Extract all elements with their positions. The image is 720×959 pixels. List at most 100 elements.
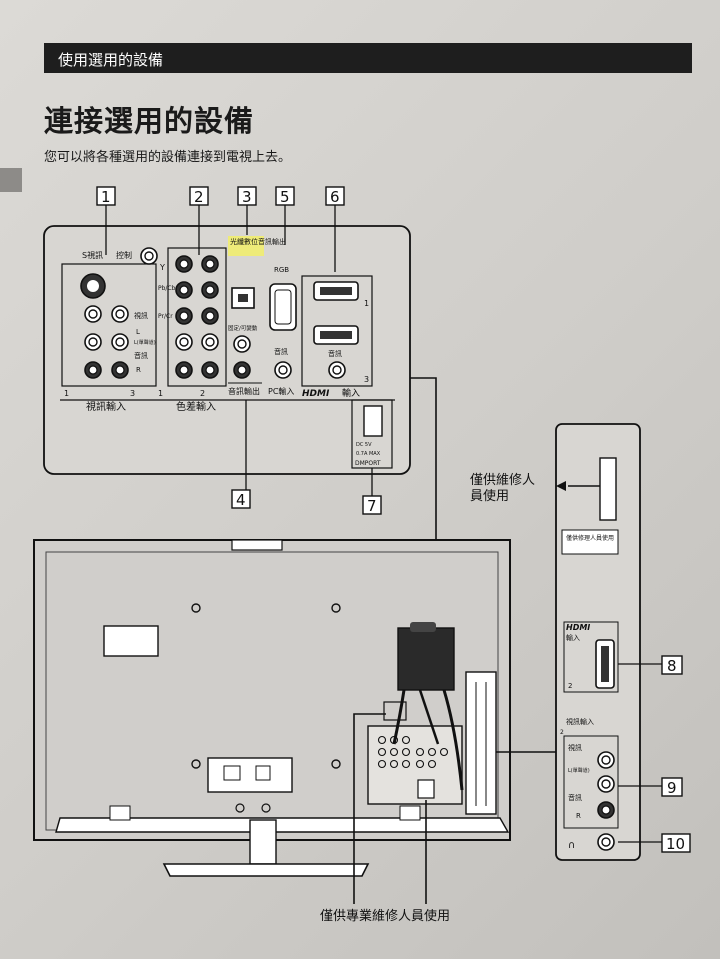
dmport-port — [363, 405, 383, 437]
pr-jack-1 — [175, 307, 193, 325]
bottom-service-note: 僅供專業維修人員使用 — [320, 908, 450, 924]
side-terminal-panel: 僅供修理人員使用 HDMI 輸入 2 視訊輸入 2 視訊 L(單聲道) 音訊 R… — [555, 423, 641, 861]
section-header-text: 使用選用的設備 — [58, 51, 164, 69]
audio-label: 音訊 — [134, 351, 148, 360]
side-audio-r-jack — [597, 801, 615, 819]
video-input-label: 視訊輸入 — [86, 400, 126, 413]
dc-label: DC 5V — [356, 442, 372, 448]
headphone-icon: ∩ — [568, 840, 575, 851]
side-video-jack — [597, 751, 615, 769]
fixed-variable-label: 固定/可變動 — [228, 324, 258, 332]
pc-input-group: RGB 音訊 PC輸入 — [268, 266, 297, 396]
callout-2: 2 — [189, 186, 209, 255]
section-header-bar: 使用選用的設備 — [44, 43, 692, 73]
headphone-jack — [597, 833, 615, 851]
callout-6: 6 — [325, 186, 345, 272]
callout-4-label: 4 — [236, 491, 246, 509]
cable-adapter — [397, 627, 455, 691]
callout-label: 2 — [194, 188, 204, 206]
service-port — [599, 457, 617, 521]
audio-out-l-jack — [233, 335, 251, 353]
y-jack-2 — [201, 255, 219, 273]
hdmi-audio-label: 音訊 — [328, 349, 342, 358]
side-video-label: 視訊 — [568, 743, 582, 752]
back-terminal-panel — [43, 225, 411, 475]
pb-jack-2 — [201, 281, 219, 299]
pb-jack-1 — [175, 281, 193, 299]
port-3-label: 3 — [130, 389, 135, 398]
rgb-port — [269, 283, 297, 331]
callout-7-label: 7 — [367, 497, 377, 515]
callout-8: 8 — [618, 655, 683, 675]
side-audio-label: 音訊 — [568, 793, 582, 802]
hdmi-audio-jack — [328, 361, 346, 379]
rear-terminal-block — [367, 725, 463, 805]
optical-label: 光纖數位音訊輸出 — [230, 237, 286, 246]
comp-l-jack-2 — [201, 333, 219, 351]
side-l-mono-label: L(單聲道) — [568, 767, 590, 774]
side-video-input-label: 視訊輸入 — [566, 717, 594, 726]
callout-label: 6 — [330, 188, 340, 206]
l-mono-label: L(單聲道) — [134, 339, 156, 346]
side-video-port-label: 2 — [560, 729, 564, 736]
video-label: 視訊 — [134, 311, 148, 320]
edge-tab — [0, 168, 22, 192]
audio-l-jack-3 — [111, 333, 129, 351]
comp-r-jack-2 — [201, 361, 219, 379]
dmport-group: DC 5V 0.7A MAX DMPORT 7 — [351, 399, 393, 515]
control-label: 控制 — [116, 250, 132, 260]
callout-5: 5 — [275, 186, 295, 245]
hdmi-group: 1 音訊 3 HDMI 輸入 — [301, 275, 373, 399]
side-hdmi-port-label: 2 — [568, 682, 572, 690]
highlight-mark — [228, 236, 264, 256]
callout-3: 3 — [237, 186, 257, 235]
callout-label: 9 — [667, 779, 677, 797]
dc-current-label: 0.7A MAX — [356, 451, 381, 457]
callout-label: 1 — [101, 188, 111, 206]
comp-l-jack-1 — [175, 333, 193, 351]
pc-input-label: PC輸入 — [268, 386, 294, 396]
video-input-group: S視訊 控制 視訊 L L(單聲道) 音訊 R 1 3 視訊輸入 — [61, 247, 158, 413]
rgb-label: RGB — [274, 266, 289, 274]
pb-label: Pb/Cb — [158, 285, 176, 292]
hdmi-3-label: 3 — [364, 375, 369, 384]
audio-r-jack-1 — [84, 361, 102, 379]
comp-r-jack-1 — [175, 361, 193, 379]
y-label: Y — [159, 263, 165, 272]
audio-r-jack-3 — [111, 361, 129, 379]
tv-stand-neck — [249, 819, 277, 865]
callout-label: 3 — [242, 188, 252, 206]
service-note: 僅供維修人員使用 — [470, 473, 535, 504]
callout-label: 5 — [280, 188, 290, 206]
hdmi-logo: HDMI — [302, 389, 330, 399]
dmport-label: DMPORT — [355, 460, 381, 467]
comp-port-2-label: 2 — [200, 389, 205, 398]
side-r-label: R — [576, 812, 581, 820]
component-input-label: 色差輸入 — [176, 400, 216, 413]
side-hdmi-input-label: 輸入 — [566, 633, 580, 642]
audio-out-r-jack — [233, 361, 251, 379]
side-audio-l-jack — [597, 775, 615, 793]
pr-label: Pr/Cr — [158, 313, 173, 320]
pc-audio-jack — [274, 361, 292, 379]
r-label: R — [136, 366, 141, 374]
component-input-group: Y Pb/Cb Pr/Cr 1 2 色差輸入 — [158, 247, 227, 413]
port-1-label: 1 — [64, 389, 69, 398]
l-label: L — [136, 328, 140, 336]
callout-9: 9 — [618, 777, 683, 797]
video-jack-3 — [111, 305, 129, 323]
tv-rear-illustration — [33, 539, 511, 877]
callout-label: 10 — [666, 835, 685, 853]
hdmi-input-label: 輸入 — [342, 387, 360, 399]
callout-10: 10 — [618, 833, 691, 853]
y-jack-1 — [175, 255, 193, 273]
callout-1: 1 — [96, 186, 116, 255]
audio-l-jack-1 — [84, 333, 102, 351]
service-port-label: 僅供修理人員使用 — [566, 534, 614, 542]
pr-jack-2 — [201, 307, 219, 325]
video-jack-1 — [84, 305, 102, 323]
audio-output-label: 音訊輸出 — [228, 386, 260, 396]
control-jack — [140, 247, 158, 265]
